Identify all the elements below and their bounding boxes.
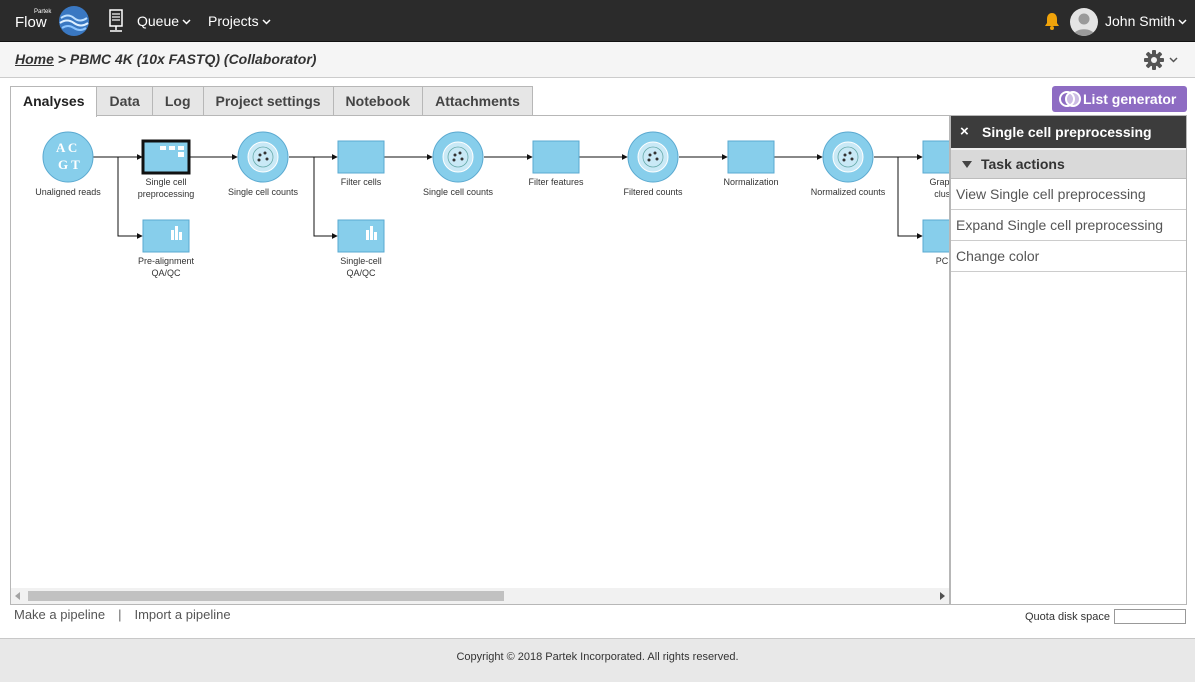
- copyright-text: Copyright © 2018 Partek Incorporated. Al…: [456, 651, 739, 663]
- quota-disk-space-label: Quota disk space: [1025, 611, 1110, 623]
- node-label: cluste: [934, 189, 950, 199]
- import-pipeline-link[interactable]: Import a pipeline: [134, 607, 231, 622]
- chevron-down-icon: [182, 19, 191, 25]
- node-normalization[interactable]: Normalization: [723, 140, 779, 187]
- bar-chart-icon: [366, 226, 377, 240]
- node-label: Unaligned reads: [35, 187, 101, 197]
- breadcrumb-home-link[interactable]: Home: [15, 51, 54, 67]
- scroll-left-arrow-icon[interactable]: [15, 592, 20, 600]
- queue-label: Queue: [137, 13, 180, 29]
- breadcrumb-bar: Home > PBMC 4K (10x FASTQ) (Collaborator…: [0, 42, 1195, 78]
- dna-sequence-icon-lower: G T: [58, 157, 80, 172]
- tab-log[interactable]: Log: [151, 86, 204, 116]
- breadcrumb: Home > PBMC 4K (10x FASTQ) (Collaborator…: [15, 51, 316, 67]
- breadcrumb-project: PBMC 4K (10x FASTQ) (Collaborator): [69, 51, 317, 67]
- node-filtered-counts[interactable]: Filtered counts: [623, 131, 683, 197]
- node-label: Single cell counts: [228, 187, 299, 197]
- list-generator-button[interactable]: List generator: [1052, 86, 1187, 112]
- node-label: Single cell counts: [423, 187, 494, 197]
- node-label: Filter features: [528, 177, 584, 187]
- node-single-cell-counts[interactable]: Single cell counts: [228, 131, 299, 197]
- tab-analyses[interactable]: Analyses: [10, 86, 98, 117]
- make-pipeline-link[interactable]: Make a pipeline: [14, 607, 106, 622]
- node-label: Normalization: [723, 177, 778, 187]
- analysis-pipeline-canvas[interactable]: A C G T Unaligned reads Single cell prep…: [10, 115, 950, 605]
- view-task-action[interactable]: View Single cell preprocessing: [951, 179, 1186, 210]
- node-single-cell-counts-2[interactable]: Single cell counts: [423, 131, 494, 197]
- projects-label: Projects: [208, 13, 259, 29]
- chevron-down-icon: [262, 19, 271, 25]
- dna-sequence-icon: A C: [56, 140, 77, 155]
- logo-brand: Partek: [34, 9, 52, 15]
- scroll-right-arrow-icon[interactable]: [940, 592, 945, 600]
- user-menu-button[interactable]: John Smith: [1105, 13, 1187, 29]
- logo-product: Flow: [15, 14, 47, 31]
- top-navigation-bar: Partek Flow Queue Projects John Smith: [0, 0, 1195, 42]
- node-label: preprocessing: [138, 189, 195, 199]
- side-panel-title: Single cell preprocessing: [982, 124, 1152, 140]
- task-actions-label: Task actions: [981, 156, 1065, 172]
- node-label: Pre-alignment: [138, 256, 195, 266]
- pipeline-connectors: [93, 154, 923, 239]
- user-name-label: John Smith: [1105, 13, 1176, 29]
- scrollbar-thumb[interactable]: [28, 591, 504, 601]
- node-filter-cells[interactable]: Filter cells: [337, 140, 385, 187]
- bell-icon[interactable]: [1044, 12, 1060, 30]
- horizontal-scrollbar[interactable]: [11, 588, 949, 604]
- gear-icon: [1144, 50, 1178, 70]
- chevron-down-icon: [1178, 19, 1187, 25]
- side-panel-header: × Single cell preprocessing: [951, 116, 1186, 148]
- tab-notebook[interactable]: Notebook: [332, 86, 424, 116]
- node-label: QA/QC: [346, 268, 376, 278]
- node-label: Single cell: [145, 177, 186, 187]
- node-label: Filter cells: [341, 177, 382, 187]
- projects-menu-button[interactable]: Projects: [208, 13, 271, 29]
- list-generator-label: List generator: [1083, 91, 1177, 107]
- queue-server-icon[interactable]: [108, 9, 124, 33]
- expand-task-action[interactable]: Expand Single cell preprocessing: [951, 210, 1186, 241]
- node-single-cell-qaqc[interactable]: Single-cell QA/QC: [337, 219, 385, 278]
- breadcrumb-separator: >: [53, 51, 70, 67]
- node-unaligned-reads[interactable]: A C G T Unaligned reads: [35, 131, 101, 197]
- tab-data[interactable]: Data: [96, 86, 153, 116]
- quota-disk-space-bar: [1114, 609, 1186, 624]
- tab-project-settings[interactable]: Project settings: [202, 86, 334, 116]
- tab-attachments[interactable]: Attachments: [422, 86, 533, 116]
- node-pca[interactable]: PC: [922, 219, 950, 266]
- pipeline-diagram: A C G T Unaligned reads Single cell prep…: [35, 131, 950, 278]
- logo-wave-icon: [59, 6, 89, 36]
- project-settings-menu-button[interactable]: [1142, 47, 1180, 73]
- project-tabs: Analyses Data Log Project settings Noteb…: [10, 86, 533, 117]
- node-label: Graph-b: [929, 177, 950, 187]
- node-single-cell-preprocessing[interactable]: Single cell preprocessing: [138, 139, 195, 199]
- user-avatar-icon[interactable]: [1070, 8, 1098, 36]
- node-label: QA/QC: [151, 268, 181, 278]
- partek-flow-logo[interactable]: Partek Flow: [14, 5, 94, 37]
- triangle-down-icon: [962, 161, 972, 168]
- node-label: PC: [936, 256, 949, 266]
- bar-chart-icon: [171, 226, 182, 240]
- change-color-action[interactable]: Change color: [951, 241, 1186, 272]
- node-filter-features[interactable]: Filter features: [528, 140, 584, 187]
- task-side-panel: × Single cell preprocessing Task actions…: [950, 115, 1187, 605]
- link-separator: |: [118, 607, 122, 622]
- pipeline-links: Make a pipeline | Import a pipeline: [14, 607, 231, 622]
- node-normalized-counts[interactable]: Normalized counts: [811, 131, 886, 197]
- venn-diagram-icon: [1059, 91, 1081, 107]
- footer: Copyright © 2018 Partek Incorporated. Al…: [0, 638, 1195, 682]
- task-actions-section-header[interactable]: Task actions: [951, 148, 1186, 179]
- node-graph-based-clustering[interactable]: Graph-b cluste: [922, 140, 950, 199]
- node-label: Normalized counts: [811, 187, 886, 197]
- node-label: Filtered counts: [623, 187, 683, 197]
- node-pre-alignment-qaqc[interactable]: Pre-alignment QA/QC: [138, 219, 195, 278]
- queue-menu-button[interactable]: Queue: [137, 13, 191, 29]
- close-icon[interactable]: ×: [960, 123, 969, 140]
- node-label: Single-cell: [340, 256, 382, 266]
